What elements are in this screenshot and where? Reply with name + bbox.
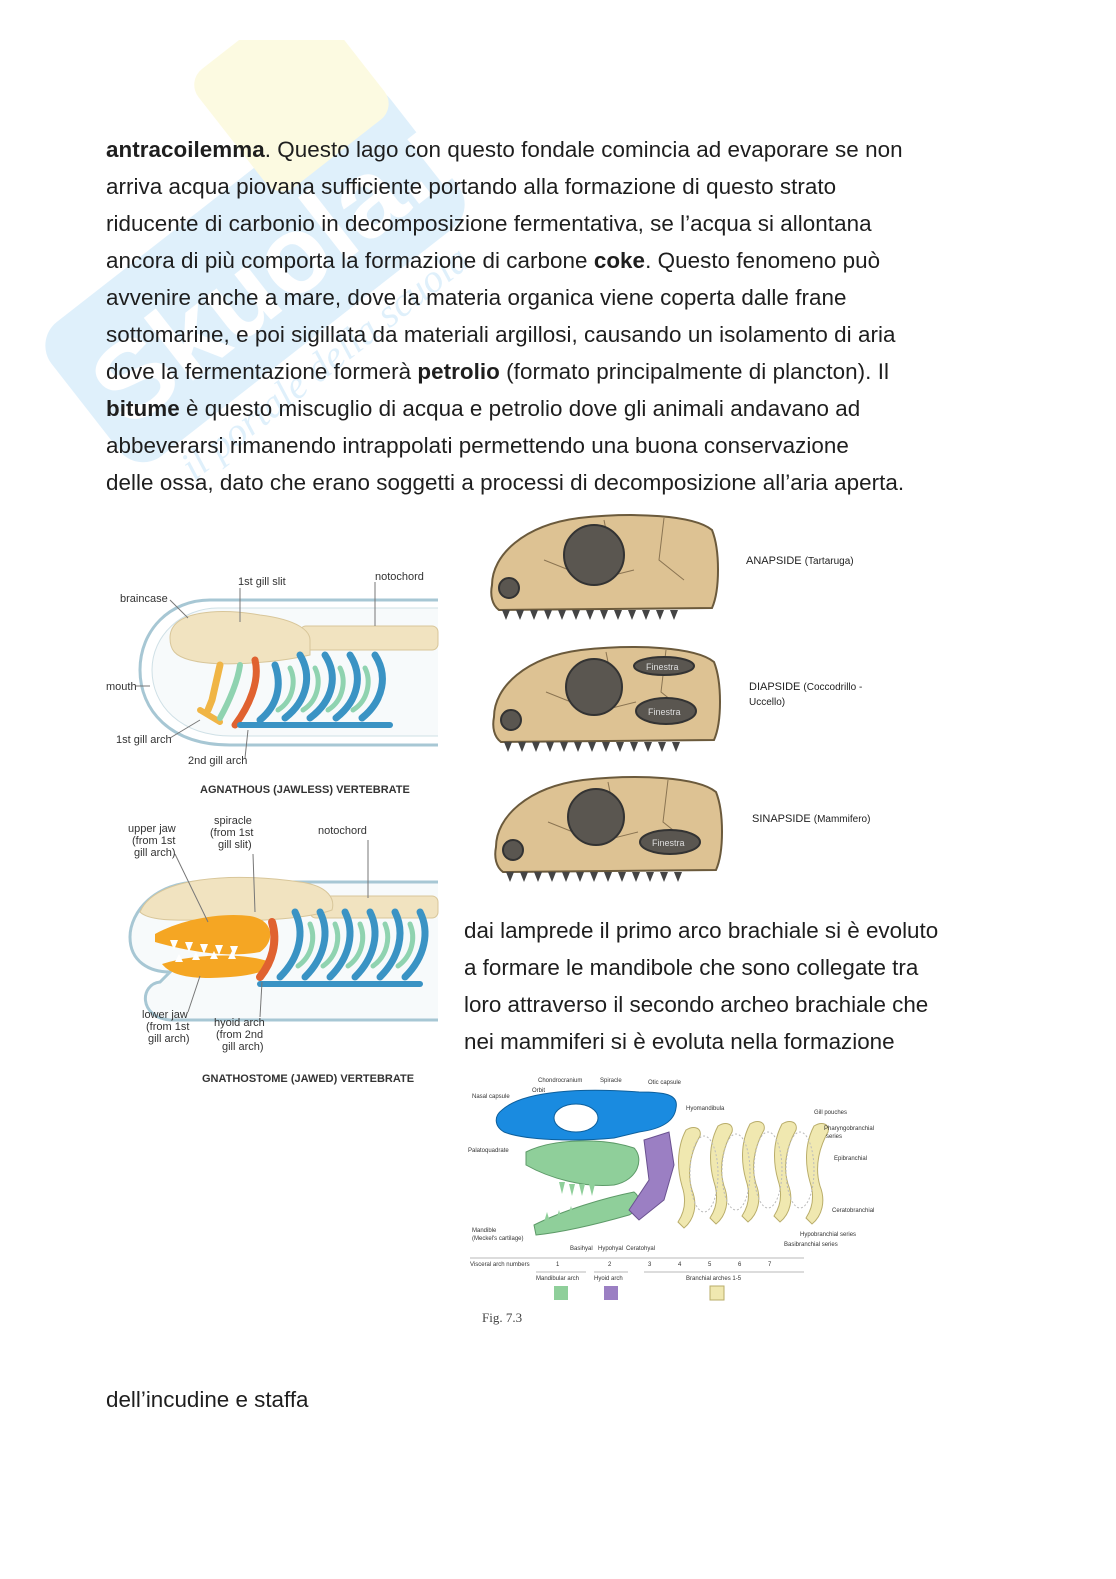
paragraph-line: avvenire anche a mare, dove la materia o… (106, 285, 847, 310)
side-line: nei mammiferi si è evoluta nella formazi… (464, 1029, 895, 1054)
paragraph-line: riducente di carbonio in decomposizione … (106, 211, 872, 236)
tail-text: dell’incudine e staffa (106, 1387, 309, 1412)
label-hyoid-arch-2: Hyoid arch (594, 1276, 623, 1282)
label-nasal: Nasal capsule (472, 1094, 510, 1100)
label-basihyal: Basihyal (570, 1246, 593, 1252)
skull-sinapside: Finestra (494, 776, 723, 882)
label-chondrocranium: Chondrocranium (538, 1078, 582, 1084)
label-spiracle: spiracle (from 1st gill slit) (210, 815, 256, 851)
label-gill-slit: 1st gill slit (238, 576, 286, 588)
arch-number: 5 (708, 1262, 712, 1268)
gnathostome-caption: GNATHOSTOME (JAWED) VERTEBRATE (202, 1073, 414, 1085)
arch-number: 3 (648, 1262, 652, 1268)
label-branchial: Branchial arches 1-5 (686, 1276, 742, 1282)
label-notochord: notochord (375, 571, 424, 583)
label-upper-jaw: upper jaw (from 1st gill arch) (128, 823, 179, 859)
label-cerato: Ceratobranchial (832, 1208, 874, 1214)
paragraph-line: sottomarine, e poi sigillata da material… (106, 322, 896, 347)
paragraph-line: delle ossa, dato che erano soggetti a pr… (106, 470, 905, 495)
fig-caption: Fig. 7.3 (482, 1310, 522, 1325)
label-series: series (826, 1134, 842, 1140)
paragraph-line: bitume è questo miscuglio di acqua e pet… (106, 396, 861, 421)
skull-diapside-label: DIAPSIDE (Coccodrillo -Uccello) (749, 681, 863, 708)
fenestra-upper: Finestra (646, 662, 679, 672)
label-pharyngo: Pharyngobranchial (824, 1126, 874, 1132)
label-spiracle-arch: Spiracle (600, 1078, 622, 1084)
label-ceratohyal: Ceratohyal (626, 1246, 655, 1252)
label-palato: Palatoquadrate (468, 1148, 509, 1154)
label-mandible: Mandible (472, 1228, 497, 1234)
label-hypobranchial: Hypobranchial series (800, 1232, 856, 1238)
paragraph-line: abbeverarsi rimanendo intrappolati perme… (106, 433, 849, 458)
side-paragraph: dai lamprede il primo arco brachiale si … (464, 912, 1024, 1060)
label-orbit: Orbit (532, 1088, 545, 1094)
arch-number: 4 (678, 1262, 682, 1268)
label-visceral: Visceral arch numbers (470, 1262, 530, 1268)
arch-number: 7 (768, 1262, 772, 1268)
main-paragraph: antracoilemma. Questo lago con questo fo… (106, 131, 1006, 501)
label-gill-pouches: Gill pouches (814, 1110, 847, 1116)
fenestra-sinapside: Finestra (652, 838, 685, 848)
paragraph-line: arriva acqua piovana sufficiente portand… (106, 174, 837, 199)
label-mandibular-arch: Mandibular arch (536, 1276, 579, 1282)
agnathous-caption: AGNATHOUS (JAWLESS) VERTEBRATE (200, 784, 410, 796)
paragraph-line: dove la fermentazione formerà petrolio (… (106, 359, 889, 384)
paragraph-line: antracoilemma. Questo lago con questo fo… (106, 137, 903, 162)
gnathostome-figure: upper jaw (from 1st gill arch) spiracle … (100, 812, 452, 1092)
agnathous-figure: braincase 1st gill slit notochord mouth … (100, 560, 452, 805)
skull-anapside (490, 514, 719, 620)
fenestra-lower: Finestra (648, 707, 681, 717)
skull-anapside-label: ANAPSIDE (Tartaruga) (746, 555, 854, 567)
label-meckel: (Meckel's cartilage) (472, 1236, 524, 1242)
label-hypohyal: Hypohyal (598, 1246, 623, 1252)
label-gill-arch-1: 1st gill arch (116, 734, 172, 746)
side-line: a formare le mandibole che sono collegat… (464, 955, 919, 980)
label-otic: Otic capsule (648, 1080, 682, 1086)
side-line: loro attraverso il secondo archeo brachi… (464, 992, 929, 1017)
paragraph-line: ancora di più comporta la formazione di … (106, 248, 881, 273)
arch-number: 2 (608, 1262, 612, 1268)
label-braincase: braincase (120, 593, 168, 605)
skull-diapside: Finestra Finestra (492, 646, 721, 752)
label-gill-arch-2: 2nd gill arch (188, 755, 247, 767)
skull-sinapside-label: SINAPSIDE (Mammifero) (752, 813, 871, 825)
arch-number: 1 (556, 1262, 560, 1268)
label-hyomandibula: Hyomandibula (686, 1106, 725, 1112)
side-line: dai lamprede il primo arco brachiale si … (464, 918, 939, 943)
label-basibranchial: Basibranchial series (784, 1242, 838, 1248)
label-mouth: mouth (106, 681, 137, 693)
label-hyoid-arch: hyoid arch (from 2nd gill arch) (214, 1017, 268, 1053)
visceral-arches-figure: Nasal capsule Orbit Chondrocranium Spira… (464, 1070, 894, 1335)
label-lower-jaw: lower jaw (from 1st gill arch) (142, 1009, 192, 1045)
label-epibranchial: Epibranchial (834, 1156, 867, 1162)
arch-number: 6 (738, 1262, 742, 1268)
label-notochord-2: notochord (318, 825, 367, 837)
